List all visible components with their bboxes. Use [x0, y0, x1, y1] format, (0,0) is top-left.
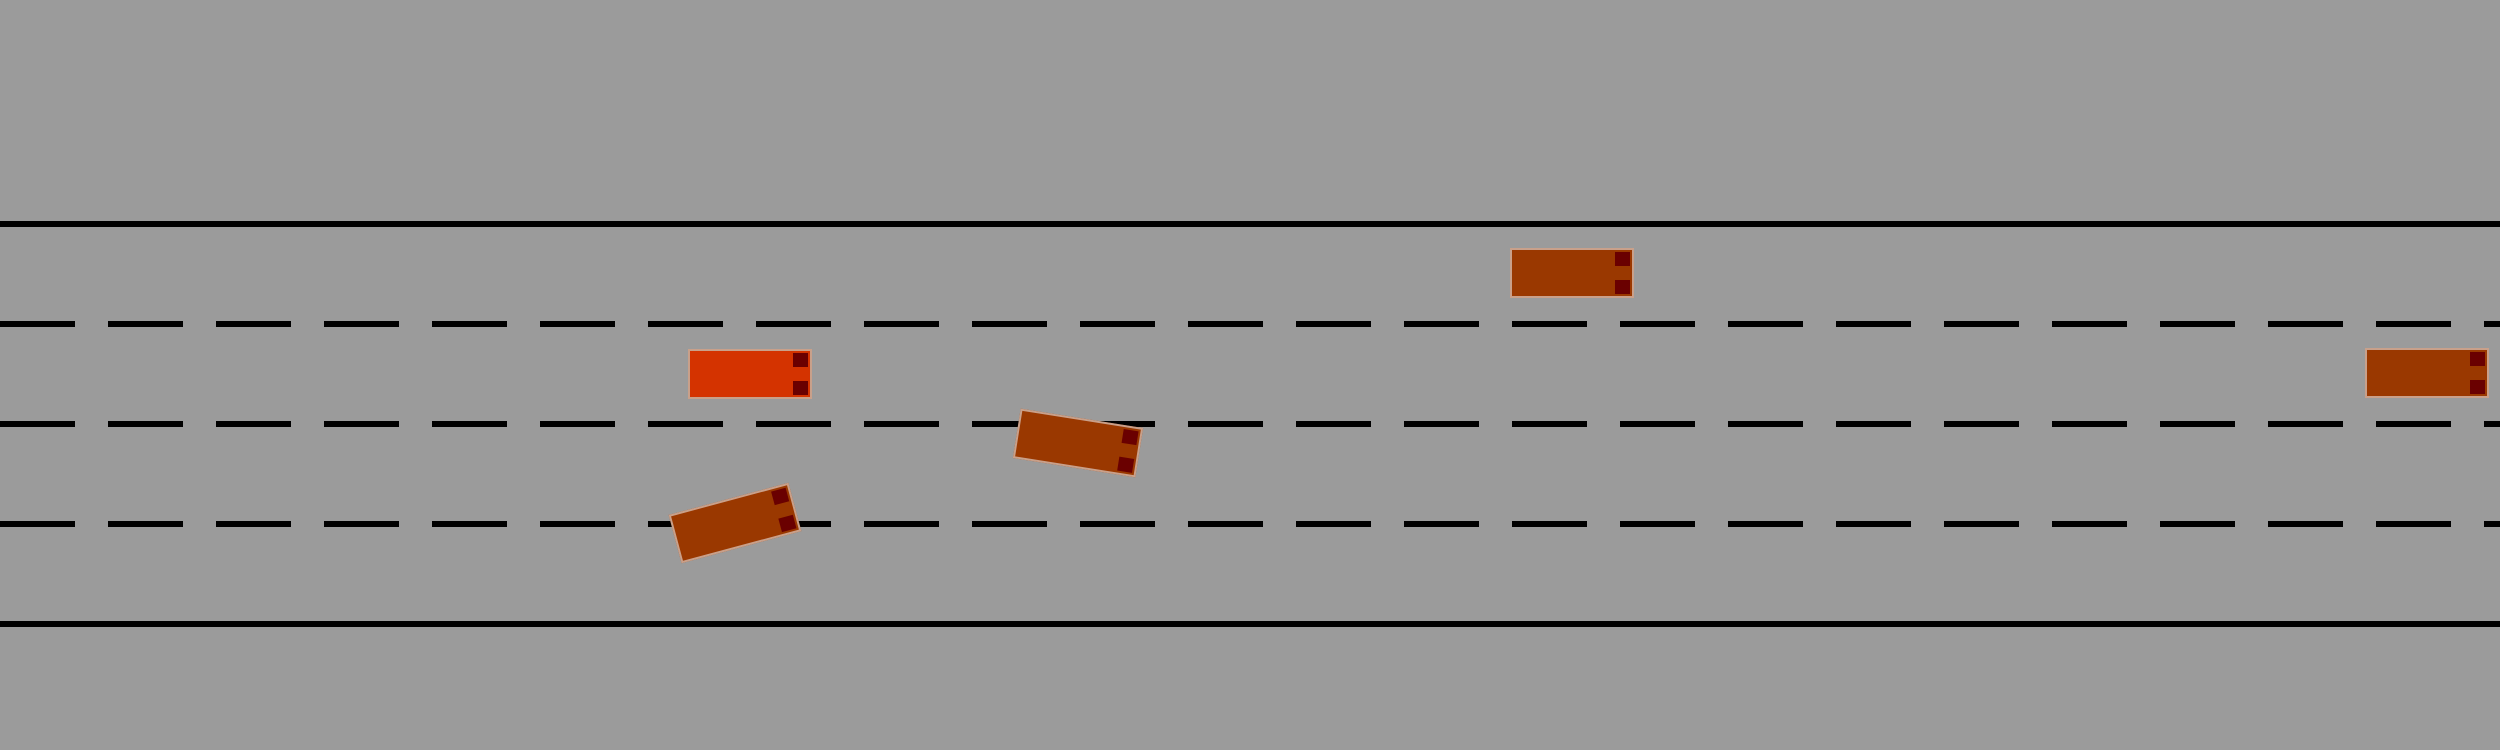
vehicle-headlight [1117, 456, 1135, 473]
vehicle-headlight [778, 514, 797, 533]
vehicle-headlight [1121, 428, 1139, 446]
vehicle-headlight [2470, 380, 2485, 394]
vehicle-headlight [771, 487, 790, 506]
other-vehicle [1510, 248, 1634, 298]
vehicle-headlight [793, 381, 808, 395]
vehicle-headlight [1615, 280, 1630, 294]
vehicle-headlight [2470, 352, 2485, 366]
ego-vehicle [688, 349, 812, 399]
vehicle-headlight [1615, 252, 1630, 266]
vehicle-headlight [793, 353, 808, 367]
other-vehicle [2365, 348, 2489, 398]
